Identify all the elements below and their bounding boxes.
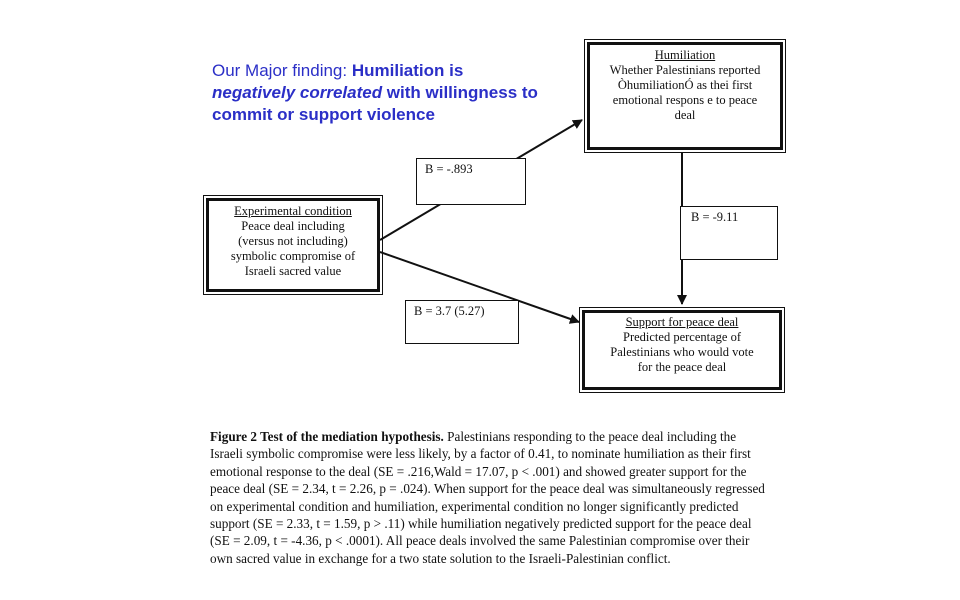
finding-bold-2: with willingness to commit or support vi… (212, 83, 538, 124)
figure-caption: Figure 2 Test of the mediation hypothesi… (210, 428, 770, 567)
finding-prefix: Our Major finding: (212, 61, 352, 80)
node-experimental-line: (versus not including) (238, 234, 348, 248)
coefficient-exp-to-support: B = 3.7 (5.27) (405, 300, 519, 344)
node-support-title: Support for peace deal (625, 315, 739, 329)
coefficient-humiliation-to-support: B = -9.11 (680, 206, 778, 260)
caption-text: Palestinians responding to the peace dea… (210, 429, 765, 566)
node-support-line: for the peace deal (637, 360, 727, 374)
node-humiliation-title: Humiliation (654, 48, 716, 62)
node-experimental-line: Peace deal including (241, 219, 345, 233)
finding-italic: negatively correlated (212, 83, 383, 102)
caption-label: Figure 2 Test of the mediation hypothesi… (210, 429, 444, 444)
major-finding-text: Our Major finding: Humiliation is negati… (212, 60, 542, 126)
node-humiliation-line: deal (674, 108, 696, 122)
finding-bold-1: Humiliation is (351, 61, 464, 80)
node-support-line: Palestinians who would vote (610, 345, 754, 359)
node-experimental-condition: Experimental condition Peace deal includ… (203, 195, 383, 295)
node-humiliation-line: Whether Palestinians reported (609, 63, 761, 77)
node-humiliation: Humiliation Whether Palestinians reporte… (584, 39, 786, 153)
arrow-exp-to-support (379, 251, 580, 324)
node-experimental-line: Israeli sacred value (244, 264, 342, 278)
node-support-line: Predicted percentage of (623, 330, 741, 344)
node-support-for-peace-deal: Support for peace deal Predicted percent… (579, 307, 785, 393)
node-experimental-line: symbolic compromise of (230, 249, 356, 263)
node-experimental-title: Experimental condition (234, 204, 352, 218)
node-humiliation-line: ÒhumiliationÓ as thei first (617, 78, 753, 92)
coefficient-exp-to-humiliation: B = -.893 (416, 158, 526, 205)
node-humiliation-line: emotional respons e to peace (612, 93, 758, 107)
